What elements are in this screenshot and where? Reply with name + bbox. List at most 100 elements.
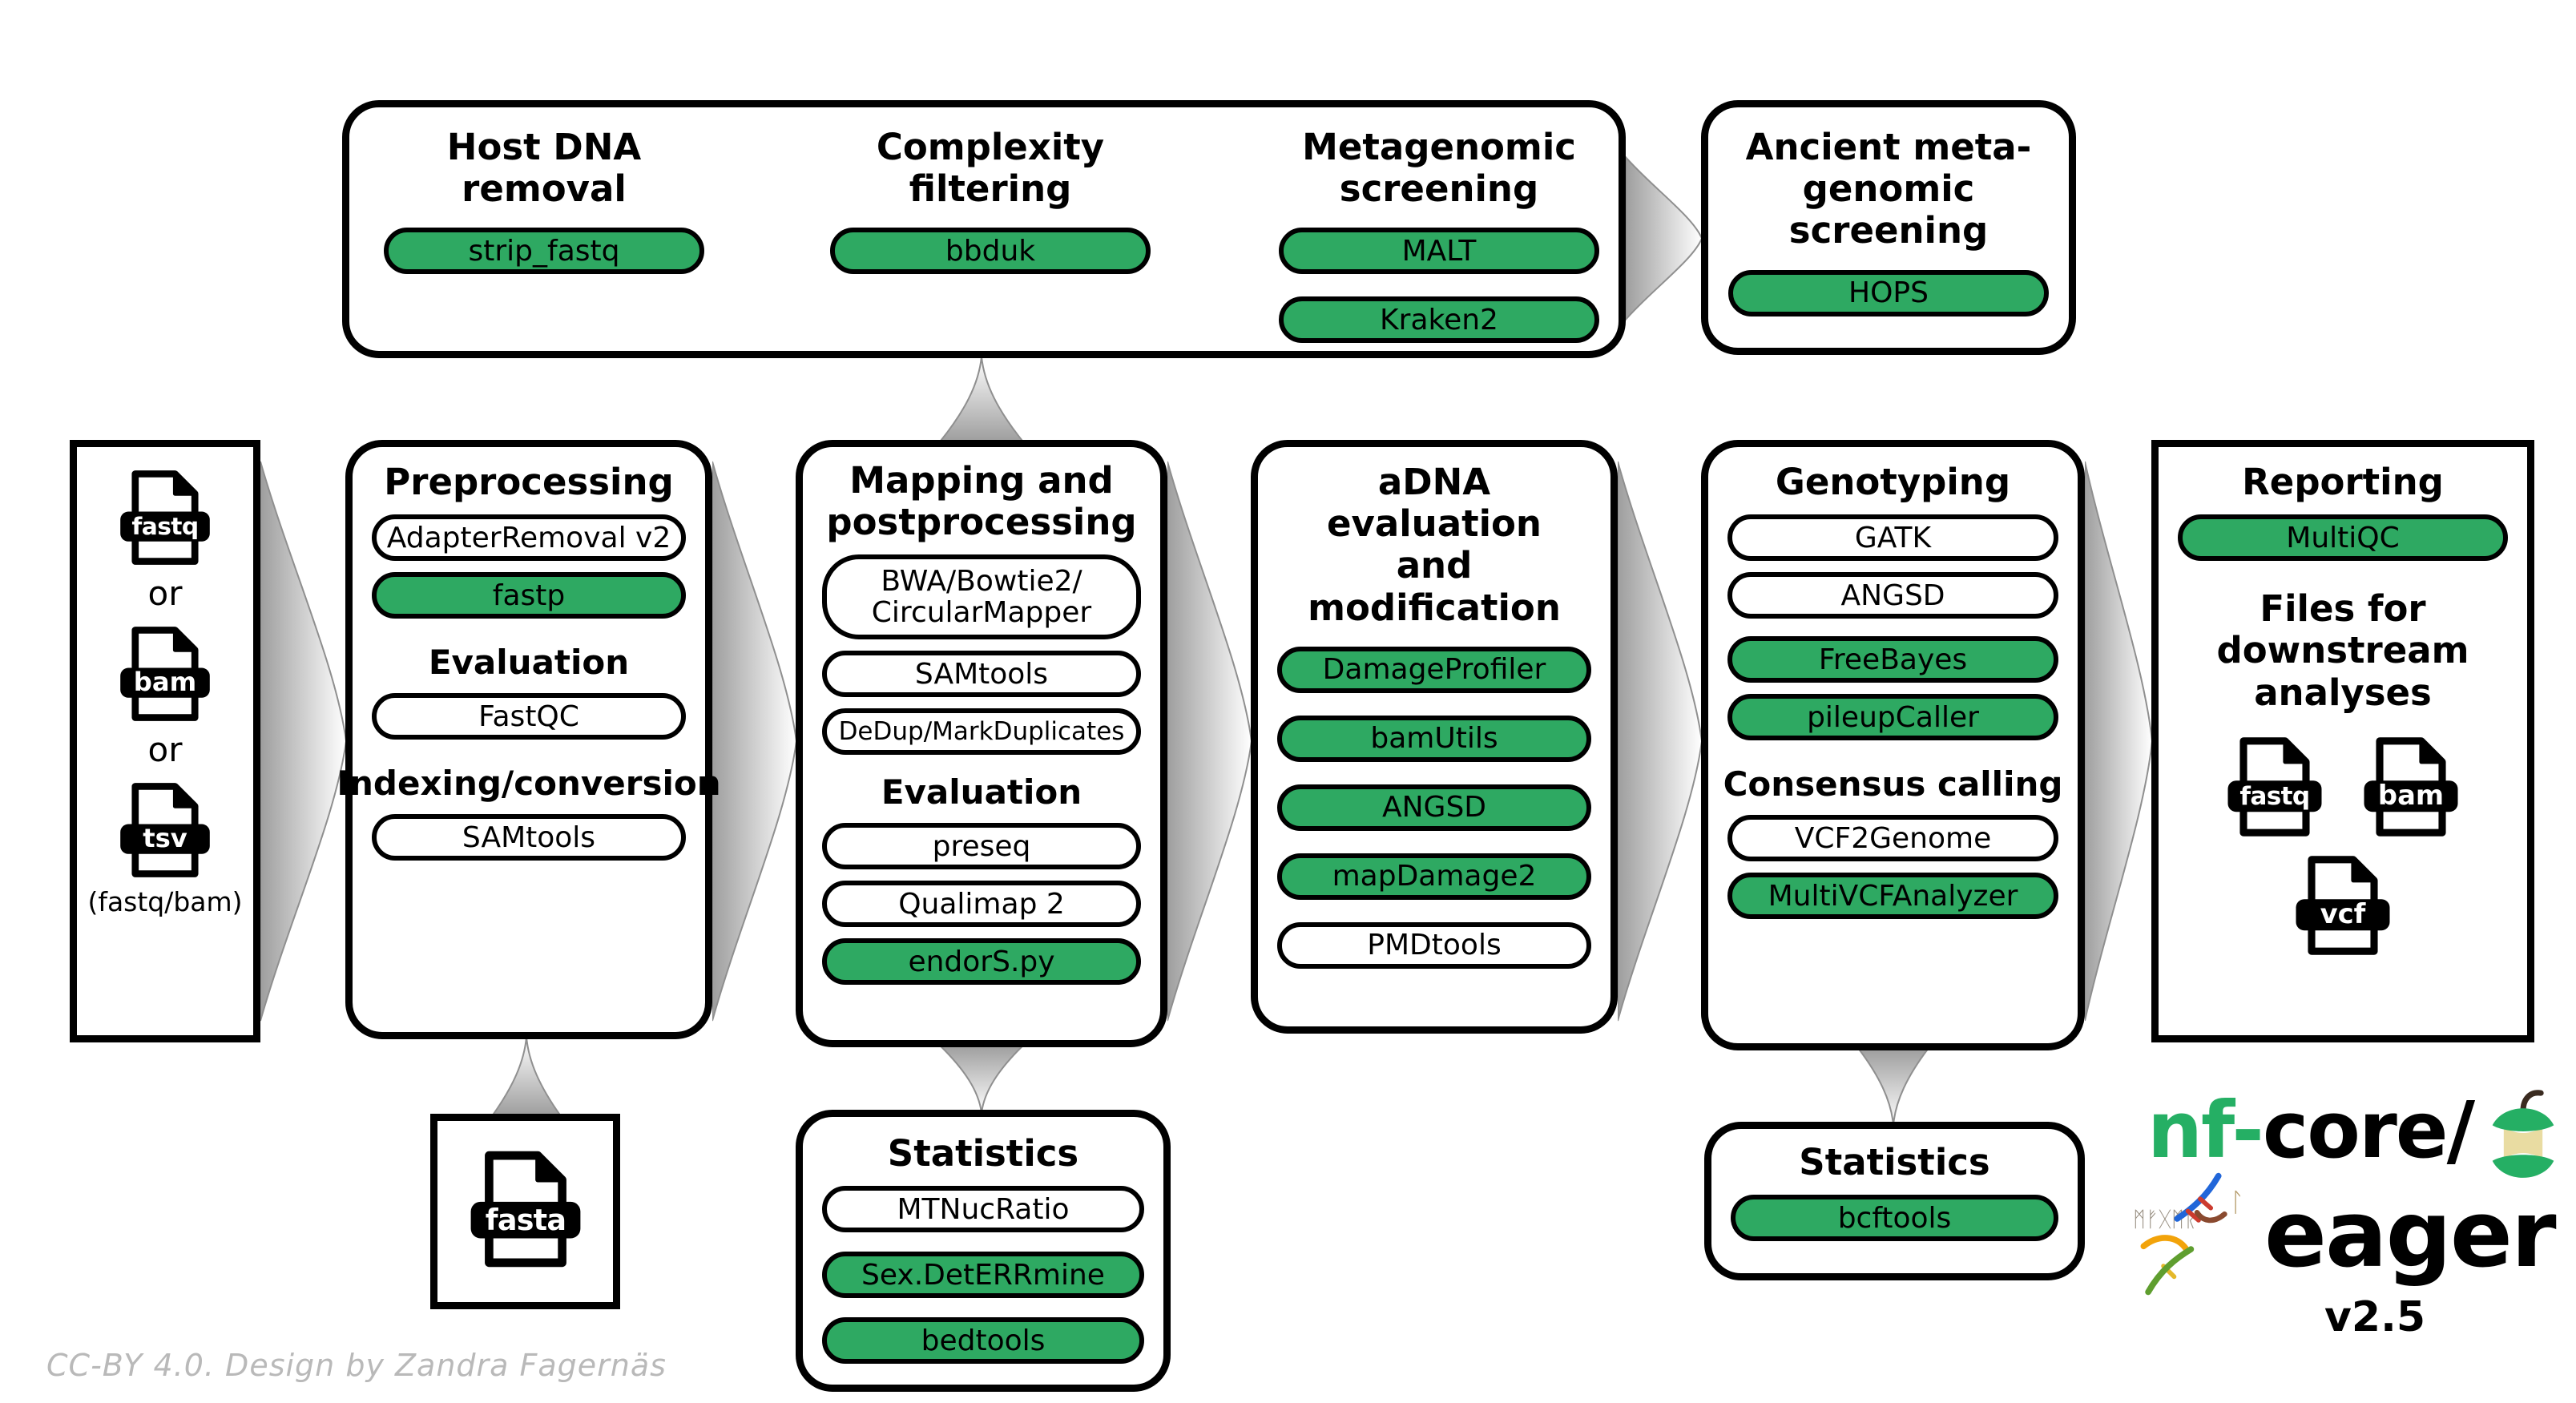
pill-bamutils: bamUtils — [1277, 715, 1591, 762]
arrow-mapping-to-statistics — [937, 1046, 1026, 1113]
pill-fastp: fastp — [372, 572, 686, 619]
bam-file-icon: bam — [120, 627, 210, 721]
license-credit: CC-BY 4.0. Design by Zandra Fagernäs — [46, 1348, 667, 1383]
pill-qualimap-2: Qualimap 2 — [822, 881, 1141, 928]
svg-text:ᛚ: ᛚ — [2229, 1187, 2244, 1217]
statistics-mid-stack: Statistics MTNucRatio Sex.DetERRmine bed… — [803, 1117, 1163, 1385]
ancient-screening-title: Ancient meta- genomic screening — [1745, 126, 2032, 252]
mapping-stack: Mapping and postprocessing BWA/Bowtie2/ … — [803, 447, 1160, 1040]
consensus-calling-title: Consensus calling — [1723, 764, 2063, 804]
or-label: or — [147, 574, 183, 613]
logo-line1: nf-core/ — [2147, 1085, 2565, 1186]
pill-bcftools: bcftools — [1731, 1195, 2058, 1242]
statistics-title: Statistics — [887, 1132, 1079, 1175]
pill-angsd: ANGSD — [1727, 572, 2058, 619]
arrow-input-to-preprocessing — [260, 458, 346, 1024]
pill-multiqc: MultiQC — [2178, 514, 2508, 562]
adna-box: aDNA evaluation and modification DamageP… — [1251, 440, 1618, 1034]
statistics-right-stack: Statistics bcftools — [1711, 1129, 2078, 1273]
svg-text:fastq: fastq — [2239, 782, 2309, 811]
logo-nf-text: nf- — [2147, 1085, 2264, 1175]
fasta-file-icon: fasta — [470, 1151, 580, 1268]
pill-angsd: ANGSD — [1277, 784, 1591, 831]
logo-line2: ᛗᚠᚷᛗᚱ ᛚ eager — [2133, 1170, 2557, 1300]
arrow-mapping-to-adna — [1167, 458, 1252, 1024]
pill-sex-deterrmine: Sex.DetERRmine — [822, 1252, 1144, 1299]
pill-fastqc: FastQC — [372, 693, 686, 740]
arrow-topbox-to-ancient — [1626, 156, 1702, 321]
metagenomic-screening-title: Metagenomic screening — [1302, 126, 1576, 211]
tsv-file-icon: tsv — [120, 783, 210, 877]
svg-text:fastq: fastq — [131, 513, 198, 541]
logo-version: v2.5 — [2324, 1293, 2425, 1341]
nf-core-eager-logo: nf-core/ ᛗᚠᚷᛗᚱ ᛚ eager v2.5 — [2128, 1087, 2561, 1359]
input-files-box: fastq or bam or tsv (fastq/bam) — [70, 440, 260, 1042]
genotyping-title: Genotyping — [1775, 461, 2011, 503]
adna-title: aDNA evaluation and modification — [1308, 461, 1561, 629]
pill-hops: HOPS — [1728, 269, 2049, 316]
ancient-screening-column: Ancient meta- genomic screening HOPS — [1728, 126, 2049, 316]
reporting-title: Reporting — [2242, 461, 2444, 503]
complexity-filtering-column: Complexity filtering bbduk — [830, 126, 1151, 275]
pill-freebayes: FreeBayes — [1727, 636, 2058, 683]
adna-stack: aDNA evaluation and modification DamageP… — [1258, 447, 1611, 1026]
svg-text:tsv: tsv — [143, 823, 187, 853]
pill-gatk: GATK — [1727, 514, 2058, 562]
screening-box: Host DNA removal strip_fastq Complexity … — [342, 100, 1626, 358]
pill-pileupcaller: pileupCaller — [1727, 694, 2058, 741]
genotyping-stack: Genotyping GATK ANGSD FreeBayes pileupCa… — [1708, 447, 2078, 1043]
pill-pmdtools: PMDtools — [1277, 921, 1591, 969]
reporting-stack: Reporting MultiQC Files for downstream a… — [2159, 447, 2527, 1035]
downstream-files-row: fastq bam — [2223, 735, 2463, 839]
evaluation-title: Evaluation — [428, 643, 630, 683]
genotyping-box: Genotyping GATK ANGSD FreeBayes pileupCa… — [1701, 440, 2085, 1050]
pill-samtools: SAMtools — [372, 814, 686, 861]
svg-text:fasta: fasta — [485, 1203, 565, 1237]
metagenomic-screening-column: Metagenomic screening MALT Kraken2 — [1279, 126, 1599, 344]
apple-core-icon — [2492, 1090, 2554, 1178]
host-dna-removal-title: Host DNA removal — [446, 126, 642, 211]
preprocessing-stack: Preprocessing AdapterRemoval v2 fastp Ev… — [337, 447, 721, 1032]
logo-core-text: core/ — [2262, 1085, 2475, 1175]
svg-text:bam: bam — [2378, 780, 2444, 811]
input-files-stack: fastq or bam or tsv (fastq/bam) — [77, 447, 253, 1035]
pill-endors-py: endorS.py — [822, 938, 1141, 986]
pill-kraken2: Kraken2 — [1279, 296, 1599, 344]
ancient-screening-box: Ancient meta- genomic screening HOPS — [1701, 100, 2076, 355]
pill-preseq: preseq — [822, 823, 1141, 870]
pill-multivcfanalyzer: MultiVCFAnalyzer — [1727, 873, 2058, 920]
statistics-right-box: Statistics bcftools — [1704, 1122, 2085, 1280]
fastq-file-icon: fastq — [2227, 737, 2322, 837]
svg-text:vcf: vcf — [2320, 898, 2366, 929]
bam-file-icon: bam — [2364, 737, 2458, 837]
fasta-stack: fasta — [437, 1121, 613, 1302]
logo-eager-text: eager — [2264, 1180, 2557, 1288]
input-format-note: (fastq/bam) — [87, 886, 243, 917]
statistics-title: Statistics — [1799, 1141, 1990, 1183]
pill-malt: MALT — [1279, 228, 1599, 275]
pill-dedup-markduplicates: DeDup/MarkDuplicates — [822, 708, 1141, 756]
host-dna-removal-column: Host DNA removal strip_fastq — [384, 126, 704, 275]
mapping-title: Mapping and postprocessing — [826, 459, 1137, 544]
pill-samtools: SAMtools — [822, 651, 1141, 698]
vcf-file-icon: vcf — [2296, 856, 2390, 955]
complexity-filtering-title: Complexity filtering — [876, 126, 1105, 211]
preprocessing-box: Preprocessing AdapterRemoval v2 fastp Ev… — [337, 440, 721, 1039]
pill-strip-fastq: strip_fastq — [384, 228, 704, 275]
arrow-genotyping-to-statistics — [1856, 1049, 1930, 1125]
indexing-conversion-title: Indexing/conversion — [337, 764, 721, 804]
pill-bwa-bowtie2-circularmapper: BWA/Bowtie2/ CircularMapper — [822, 554, 1141, 640]
pill-damageprofiler: DamageProfiler — [1277, 646, 1591, 693]
statistics-mid-box: Statistics MTNucRatio Sex.DetERRmine bed… — [796, 1110, 1171, 1392]
fasta-box: fasta — [430, 1114, 620, 1309]
pill-adapterremoval-v2: AdapterRemoval v2 — [372, 514, 686, 562]
arrow-genotyping-to-reporting — [2085, 458, 2152, 1024]
reporting-box: Reporting MultiQC Files for downstream a… — [2151, 440, 2534, 1042]
svg-text:bam: bam — [134, 667, 196, 697]
arrow-preprocessing-to-mapping — [712, 458, 796, 1024]
arrow-mapping-to-topbox — [937, 357, 1026, 441]
pill-bedtools: bedtools — [822, 1317, 1144, 1365]
mapping-box: Mapping and postprocessing BWA/Bowtie2/ … — [796, 440, 1167, 1047]
evaluation-title: Evaluation — [881, 772, 1082, 812]
